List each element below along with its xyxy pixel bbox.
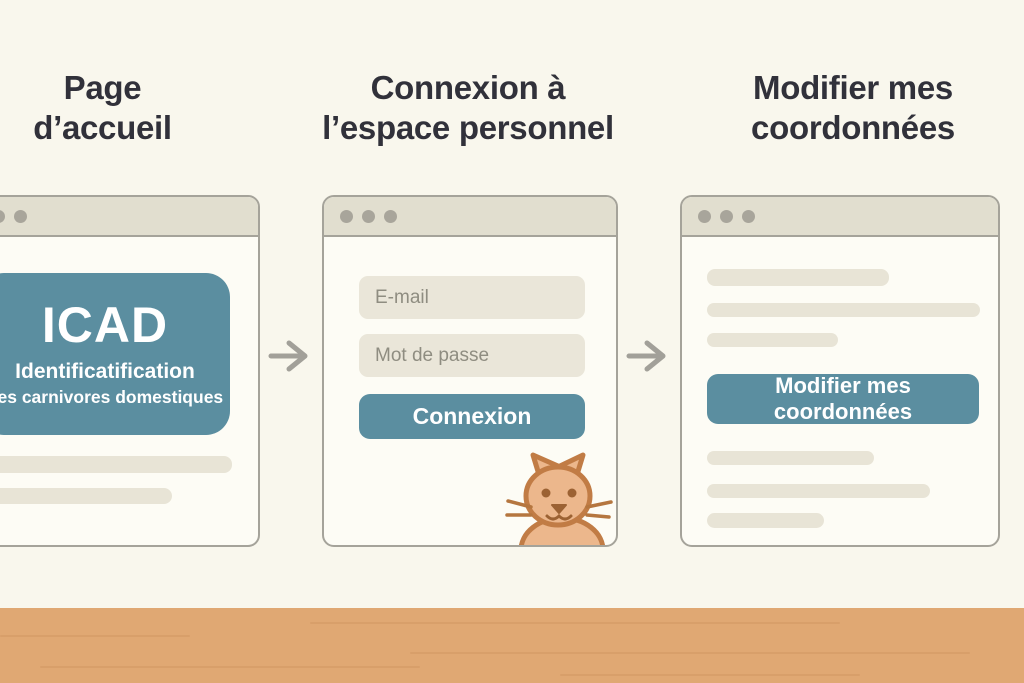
skeleton-text-line — [0, 488, 172, 504]
step-title-login: Connexion à l’espace personnel — [322, 69, 614, 146]
skeleton-text-line — [707, 513, 824, 528]
email-field[interactable] — [359, 276, 585, 319]
window-content: ICAD Identificatification des carnivores… — [0, 237, 258, 545]
wood-grain-line — [0, 635, 190, 637]
window-dot-icon — [340, 209, 353, 223]
browser-window-account: Modifier mes coordonnées — [680, 195, 1000, 547]
connexion-button[interactable]: Connexion — [359, 394, 585, 439]
skeleton-text-line — [707, 484, 930, 498]
window-dot-icon — [698, 209, 711, 223]
window-dot-icon — [742, 209, 755, 223]
window-titlebar — [324, 197, 616, 237]
right-arrow-icon — [626, 340, 666, 372]
wood-grain-line — [410, 652, 970, 654]
skeleton-text-line — [707, 451, 874, 465]
icad-logo-subtitle-1: Identificatification — [15, 360, 195, 383]
right-arrow-icon — [268, 340, 308, 372]
icad-logo-subtitle-2: des carnivores domestiques — [0, 387, 224, 407]
wood-grain-line — [40, 666, 420, 668]
cat-icon — [505, 452, 613, 545]
window-dot-icon — [362, 209, 375, 223]
window-dot-icon — [384, 209, 397, 223]
step-title-account: Modifier mes coordonnées — [751, 69, 955, 146]
skeleton-text-line — [707, 333, 838, 347]
skeleton-text-line — [707, 269, 889, 286]
window-dot-icon — [720, 209, 733, 223]
step-title-home: Page d’accueil — [33, 69, 172, 146]
window-titlebar — [0, 197, 258, 237]
browser-window-home: ICAD Identificatification des carnivores… — [0, 195, 260, 547]
icad-logo-card: ICAD Identificatification des carnivores… — [0, 273, 230, 435]
window-content: Modifier mes coordonnées — [682, 237, 998, 545]
modify-coordinates-button[interactable]: Modifier mes coordonnées — [707, 373, 979, 424]
window-content: Connexion — [324, 237, 616, 545]
skeleton-text-line — [707, 303, 980, 317]
browser-window-login: Connexion — [322, 195, 618, 547]
wood-grain-line — [560, 674, 860, 676]
window-dot-icon — [0, 209, 5, 223]
window-dot-icon — [14, 209, 27, 223]
icad-logo-title: ICAD — [41, 297, 169, 353]
skeleton-text-line — [0, 456, 232, 473]
wood-grain-line — [310, 622, 840, 624]
password-field[interactable] — [359, 334, 585, 377]
window-titlebar — [682, 197, 998, 237]
wooden-desk — [0, 608, 1024, 683]
